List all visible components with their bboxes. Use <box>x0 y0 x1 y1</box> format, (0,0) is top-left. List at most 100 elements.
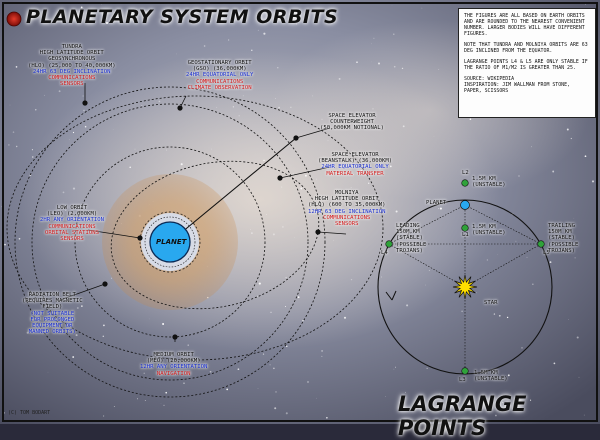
star-dot <box>111 278 112 279</box>
notes-box: THE FIGURES ARE ALL BASED ON EARTH ORBIT… <box>458 8 596 118</box>
star-dot <box>278 107 280 109</box>
star-dot <box>40 151 41 152</box>
star-dot <box>85 126 87 128</box>
lagrange-point-l2 <box>462 180 469 187</box>
star-dot <box>438 208 439 209</box>
lagrange-l4-detail: LEADING 150M KM (STABLE) (POSSIBLE TROJA… <box>396 223 426 254</box>
star-dot <box>571 138 572 139</box>
star-dot <box>274 407 276 409</box>
star-dot <box>251 50 252 51</box>
star-dot <box>129 166 131 168</box>
lagrange-star-label: STAR <box>484 300 497 306</box>
star-dot <box>494 313 495 314</box>
star-dot <box>238 368 240 370</box>
lagrange-point-l1 <box>462 225 469 232</box>
logo-sun-icon <box>7 12 21 26</box>
planet-label: PLANET <box>156 238 186 246</box>
label-molniya: MOLNIYA HIGH LATITUDE ORBIT (HLO) (600 T… <box>308 190 385 227</box>
lagrange-l3-name: L3 <box>459 377 466 383</box>
label-tundra: TUNDRA HIGH LATITUDE ORBIT GEOSYNCHRONOU… <box>28 44 116 87</box>
star-dot <box>499 315 501 317</box>
star-dot <box>135 149 136 150</box>
star-dot <box>103 325 105 327</box>
star-dot <box>165 392 167 394</box>
star-dot <box>385 396 386 397</box>
star-dot <box>271 312 272 313</box>
star-dot <box>82 95 83 96</box>
star-dot <box>521 347 522 348</box>
star-dot <box>188 344 189 345</box>
star-dot <box>302 320 303 321</box>
star-dot <box>531 146 532 147</box>
star-dot <box>210 371 212 373</box>
star-dot <box>226 389 228 391</box>
star-dot <box>181 163 183 165</box>
callout-dot-meo <box>173 335 177 339</box>
lagrange-l5-detail: TRAILING 150M KM (STABLE) (POSSIBLE TROJ… <box>548 223 578 254</box>
star-dot <box>16 146 17 147</box>
star-dot <box>313 96 314 97</box>
star-dot <box>403 125 405 127</box>
star-dot <box>48 372 49 373</box>
star-dot <box>300 188 302 190</box>
lagrange-point-l4 <box>386 241 393 248</box>
star-dot <box>356 61 358 63</box>
credit-text: (C) TOM BODART <box>8 410 50 416</box>
star-dot <box>211 149 212 150</box>
star-dot <box>290 107 291 108</box>
star-dot <box>402 68 403 69</box>
label-low-orbit: LOW ORBIT (LEO) (2,000KM) 2HR ANY ORIENT… <box>40 205 104 242</box>
star-dot <box>243 95 244 96</box>
lagrange-l4-name: L4 <box>381 250 388 256</box>
star-dot <box>103 415 104 416</box>
star-dot <box>275 391 277 393</box>
star-dot <box>259 283 261 285</box>
star-dot <box>285 306 286 307</box>
callout-dot-tundra <box>83 101 87 105</box>
callout-dot-molniya <box>316 230 320 234</box>
star-dot <box>550 261 552 263</box>
star-dot <box>429 270 430 271</box>
star-dot <box>183 382 184 383</box>
lagrange-l2-name: L2 <box>462 170 469 176</box>
star-dot <box>438 69 439 70</box>
star-dot <box>44 95 45 96</box>
star-dot <box>32 156 33 157</box>
star-dot <box>351 187 352 188</box>
label-medium-orbit: MEDIUM ORBIT (MEO) (20,000KM) 12HR ANY O… <box>140 352 207 377</box>
star-dot <box>273 368 274 369</box>
callout-dot-beanstalk <box>278 176 282 180</box>
star-dot <box>406 304 408 306</box>
star-dot <box>339 78 341 80</box>
star-dot <box>316 179 317 180</box>
star-dot <box>263 160 264 161</box>
star-dot <box>575 257 576 258</box>
star-dot <box>507 317 508 318</box>
star-dot <box>579 377 580 378</box>
star-dot <box>371 44 372 45</box>
star-dot <box>216 107 217 108</box>
star-dot <box>159 101 161 103</box>
star-dot <box>321 350 323 352</box>
star-dot <box>35 109 36 110</box>
star-dot <box>577 336 579 338</box>
star-dot <box>149 319 150 320</box>
star-dot <box>373 38 374 39</box>
star-dot <box>333 240 334 241</box>
star-dot <box>307 381 309 383</box>
star-dot <box>487 259 488 260</box>
star-dot <box>321 356 322 357</box>
star-dot <box>476 293 477 294</box>
star-dot <box>263 353 264 354</box>
star-dot <box>351 279 352 280</box>
lagrange-planet <box>461 201 470 210</box>
star-dot <box>258 388 259 389</box>
star-dot <box>176 54 177 55</box>
star-dot <box>4 244 6 246</box>
star-dot <box>273 233 275 235</box>
star-dot <box>372 108 373 109</box>
star-dot <box>72 356 74 358</box>
star-dot <box>32 149 33 150</box>
star-dot <box>394 369 395 370</box>
star-dot <box>16 66 18 68</box>
